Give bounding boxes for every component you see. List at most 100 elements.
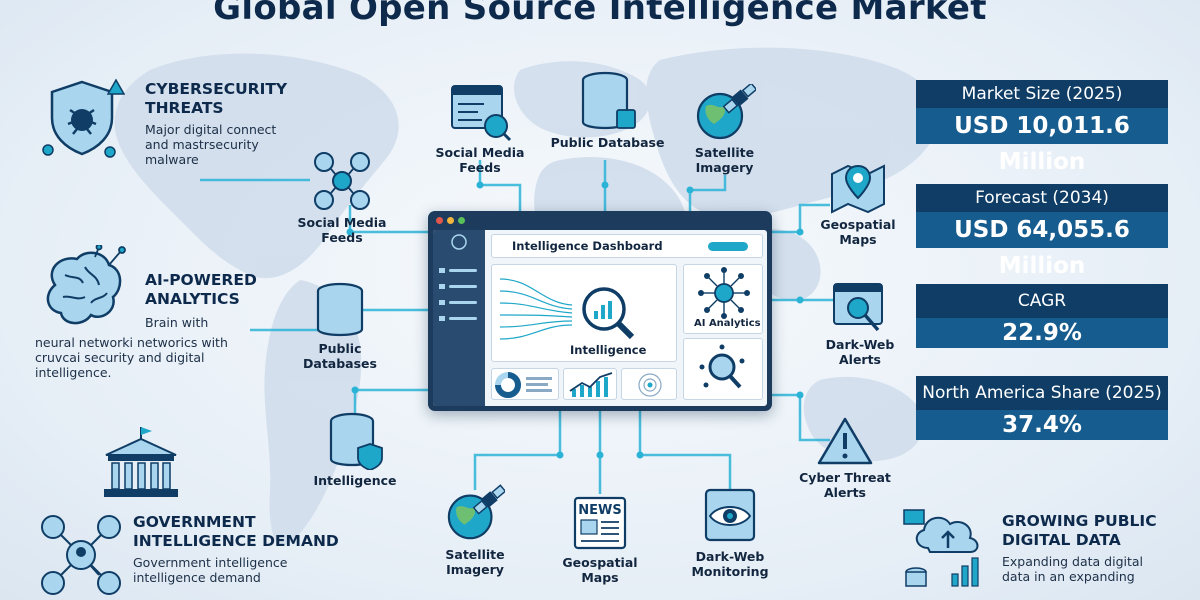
data-flow-graphic	[499, 278, 635, 340]
factor-heading: ANALYTICS	[145, 290, 240, 308]
news-badge-text: NEWS	[578, 503, 621, 518]
social-feed-icon	[451, 85, 512, 142]
dashboard-sidebar	[433, 230, 485, 406]
government-building-icon	[104, 427, 178, 497]
factor-heading: CYBERSECURITY	[145, 80, 288, 98]
node-label: Geospatial	[820, 217, 896, 232]
node-label: Social Media	[435, 145, 525, 160]
ai-analytics-label: AI Analytics	[694, 318, 761, 329]
factor-heading: THREATS	[145, 99, 224, 117]
link-junction-dot	[476, 181, 484, 189]
node-label: Public	[318, 341, 362, 356]
ai-network-icon	[698, 267, 750, 319]
link-darkweb-bottom	[638, 411, 732, 490]
donut-chart-graphic	[495, 372, 552, 398]
link-satellite-bottom	[473, 411, 562, 490]
factor-text: malware	[145, 152, 199, 167]
browser-search-icon	[833, 283, 883, 332]
factor-text: Expanding data digital	[1002, 554, 1144, 569]
social-network-icon	[314, 152, 370, 210]
satellite-globe-icon	[696, 84, 756, 140]
factor-text: data in an expanding	[1002, 569, 1135, 584]
link-geospatial-right	[772, 203, 830, 234]
node-label: Maps	[839, 232, 877, 247]
factor-text: neural networki networics with	[35, 335, 228, 350]
dashboard-title: Intelligence Dashboard	[512, 239, 663, 253]
factor-heading: DIGITAL DATA	[1002, 531, 1121, 549]
window-minimize-dot	[447, 217, 454, 224]
stat-value: 22.9%	[916, 318, 1168, 348]
factor-text: and mastrsecurity	[145, 137, 259, 152]
satellite-globe-icon	[447, 484, 505, 540]
stat-label: Forecast (2034)	[916, 184, 1168, 212]
node-public-database-top: Public Database	[545, 70, 670, 150]
node-social-media-feeds-left: Social Media Feeds	[287, 150, 397, 245]
factor-heading: GROWING PUBLIC	[1002, 512, 1157, 530]
factor-text: Major digital connect	[145, 122, 277, 137]
node-geospatial-maps-bottom: NEWS Geospatial Maps	[550, 494, 650, 585]
link-junction-dot	[796, 296, 804, 304]
stat-label: Market Size (2025)	[916, 80, 1168, 108]
node-label: Geospatial	[562, 555, 638, 570]
link-junction-dot	[796, 228, 804, 236]
stat-cagr: CAGR 22.9%	[916, 284, 1168, 348]
node-satellite-imagery-bottom: Satellite Imagery	[425, 484, 525, 577]
node-label: Imagery	[446, 562, 504, 577]
link-junction-dot	[556, 451, 564, 459]
database-shield-icon	[329, 412, 383, 470]
map-pin-icon	[831, 164, 885, 214]
line-chart-graphic	[569, 372, 613, 397]
node-label: Cyber Threat	[799, 470, 891, 485]
node-label: Satellite	[694, 145, 755, 160]
radar-panel	[621, 368, 677, 400]
people-network-icon	[41, 515, 121, 595]
stat-value: USD 10,011.6 Million	[916, 108, 1168, 175]
window-close-dot	[436, 217, 443, 224]
node-label: Alerts	[823, 485, 867, 500]
factor-heading: AI-POWERED	[145, 271, 257, 289]
line-chart-panel	[563, 368, 617, 400]
intelligence-dashboard-window: Intelligence Dashboard Intelligence	[428, 211, 772, 411]
stat-value: 37.4%	[916, 410, 1168, 440]
stat-value: USD 64,055.6 Million	[916, 212, 1168, 279]
database-icon	[581, 71, 636, 130]
node-label: Social Media	[297, 215, 387, 230]
factor-text: intelligence.	[35, 365, 112, 380]
stat-forecast-2034: Forecast (2034) USD 64,055.6 Million	[916, 184, 1168, 279]
brain-circuit-icon	[46, 245, 126, 325]
node-label: Dark-Web	[695, 549, 765, 564]
link-social-top	[478, 160, 522, 211]
link-junction-dot	[351, 386, 359, 394]
dashboard-header: Intelligence Dashboard	[491, 234, 763, 258]
factor-heading: GOVERNMENT	[133, 513, 256, 531]
node-cyber-threat-alerts: Cyber Threat Alerts	[795, 415, 895, 500]
sidebar-menu	[439, 234, 477, 321]
link-junction-dot	[346, 228, 354, 236]
link-cyber-alerts	[772, 393, 830, 442]
stat-label: North America Share (2025)	[916, 376, 1168, 410]
stat-market-size-2025: Market Size (2025) USD 10,011.6 Million	[916, 80, 1168, 175]
window-maximize-dot	[458, 217, 465, 224]
node-label: Satellite	[445, 547, 505, 562]
node-geospatial-maps-right: Geospatial Maps	[808, 156, 908, 247]
node-intelligence-left: Intelligence	[305, 412, 405, 488]
node-label: Monitoring	[691, 564, 769, 579]
link-junction-dot	[596, 451, 604, 459]
link-junction-dot	[686, 186, 694, 194]
factor-text: Government intelligence	[133, 555, 288, 570]
warning-triangle-icon	[817, 417, 873, 465]
database-icon	[316, 282, 364, 337]
intelligence-label: Intelligence	[570, 343, 647, 357]
link-junction-dot	[636, 451, 644, 459]
donut-chart-panel	[491, 368, 559, 400]
link-satellite-top	[688, 175, 727, 211]
eye-monitor-icon	[704, 488, 756, 542]
link-junction-dot	[601, 181, 609, 189]
node-label: Public Database	[550, 135, 665, 150]
intelligence-panel: Intelligence	[491, 264, 677, 362]
factor-heading: INTELLIGENCE DEMAND	[133, 532, 339, 550]
stat-label: CAGR	[916, 284, 1168, 318]
node-dark-web-monitoring: Dark-Web Monitoring	[680, 484, 780, 579]
node-label: Databases	[303, 356, 377, 371]
node-public-databases-left: Public Databases	[290, 282, 390, 371]
